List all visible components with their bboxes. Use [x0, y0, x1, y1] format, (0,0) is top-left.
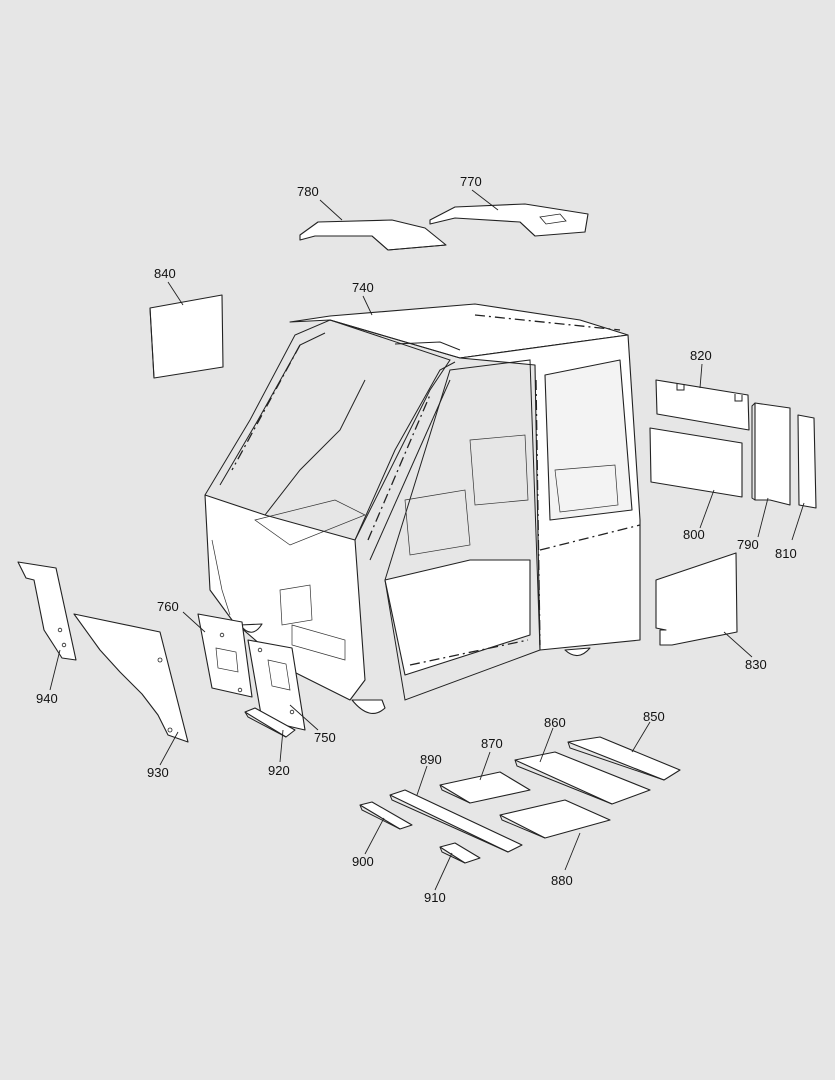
callout-790: 790 — [737, 537, 759, 552]
callout-910: 910 — [424, 890, 446, 905]
part-780-roof-cover — [299, 219, 447, 251]
callout-880: 880 — [551, 873, 573, 888]
callout-740: 740 — [352, 280, 374, 295]
part-910-small-part — [439, 842, 481, 864]
callout-760: 760 — [157, 599, 179, 614]
part-790-panel — [751, 402, 791, 506]
callout-810: 810 — [775, 546, 797, 561]
part-870-plate — [439, 771, 531, 804]
callout-780: 780 — [297, 184, 319, 199]
part-820-panel — [655, 379, 750, 431]
part-750-panel — [247, 639, 306, 731]
callout-920: 920 — [268, 763, 290, 778]
part-810-strip — [797, 414, 817, 509]
callout-800: 800 — [683, 527, 705, 542]
callout-850: 850 — [643, 709, 665, 724]
callout-830: 830 — [745, 657, 767, 672]
part-890-strip — [389, 789, 523, 853]
leader-lines — [49, 189, 805, 891]
callout-870: 870 — [481, 736, 503, 751]
part-940-panel — [17, 561, 77, 661]
part-930-panel — [73, 613, 189, 743]
part-800-panel — [649, 427, 743, 498]
part-920-bracket — [244, 707, 296, 738]
callout-750: 750 — [314, 730, 336, 745]
callout-930: 930 — [147, 765, 169, 780]
callout-860: 860 — [544, 715, 566, 730]
part-830-panel — [655, 552, 738, 646]
callout-890: 890 — [420, 752, 442, 767]
callout-820: 820 — [690, 348, 712, 363]
part-900-small-part — [359, 801, 413, 830]
callout-900: 900 — [352, 854, 374, 869]
part-880-plate — [499, 799, 611, 839]
part-760-panel — [197, 613, 253, 698]
callout-840: 840 — [154, 266, 176, 281]
part-850-strip — [567, 736, 681, 781]
part-770-roof-cover — [429, 203, 589, 237]
part-840-panel — [149, 294, 224, 379]
callout-940: 940 — [36, 691, 58, 706]
callout-770: 770 — [460, 174, 482, 189]
part-860-plate — [514, 751, 651, 805]
part-740-cab-body — [204, 303, 641, 714]
